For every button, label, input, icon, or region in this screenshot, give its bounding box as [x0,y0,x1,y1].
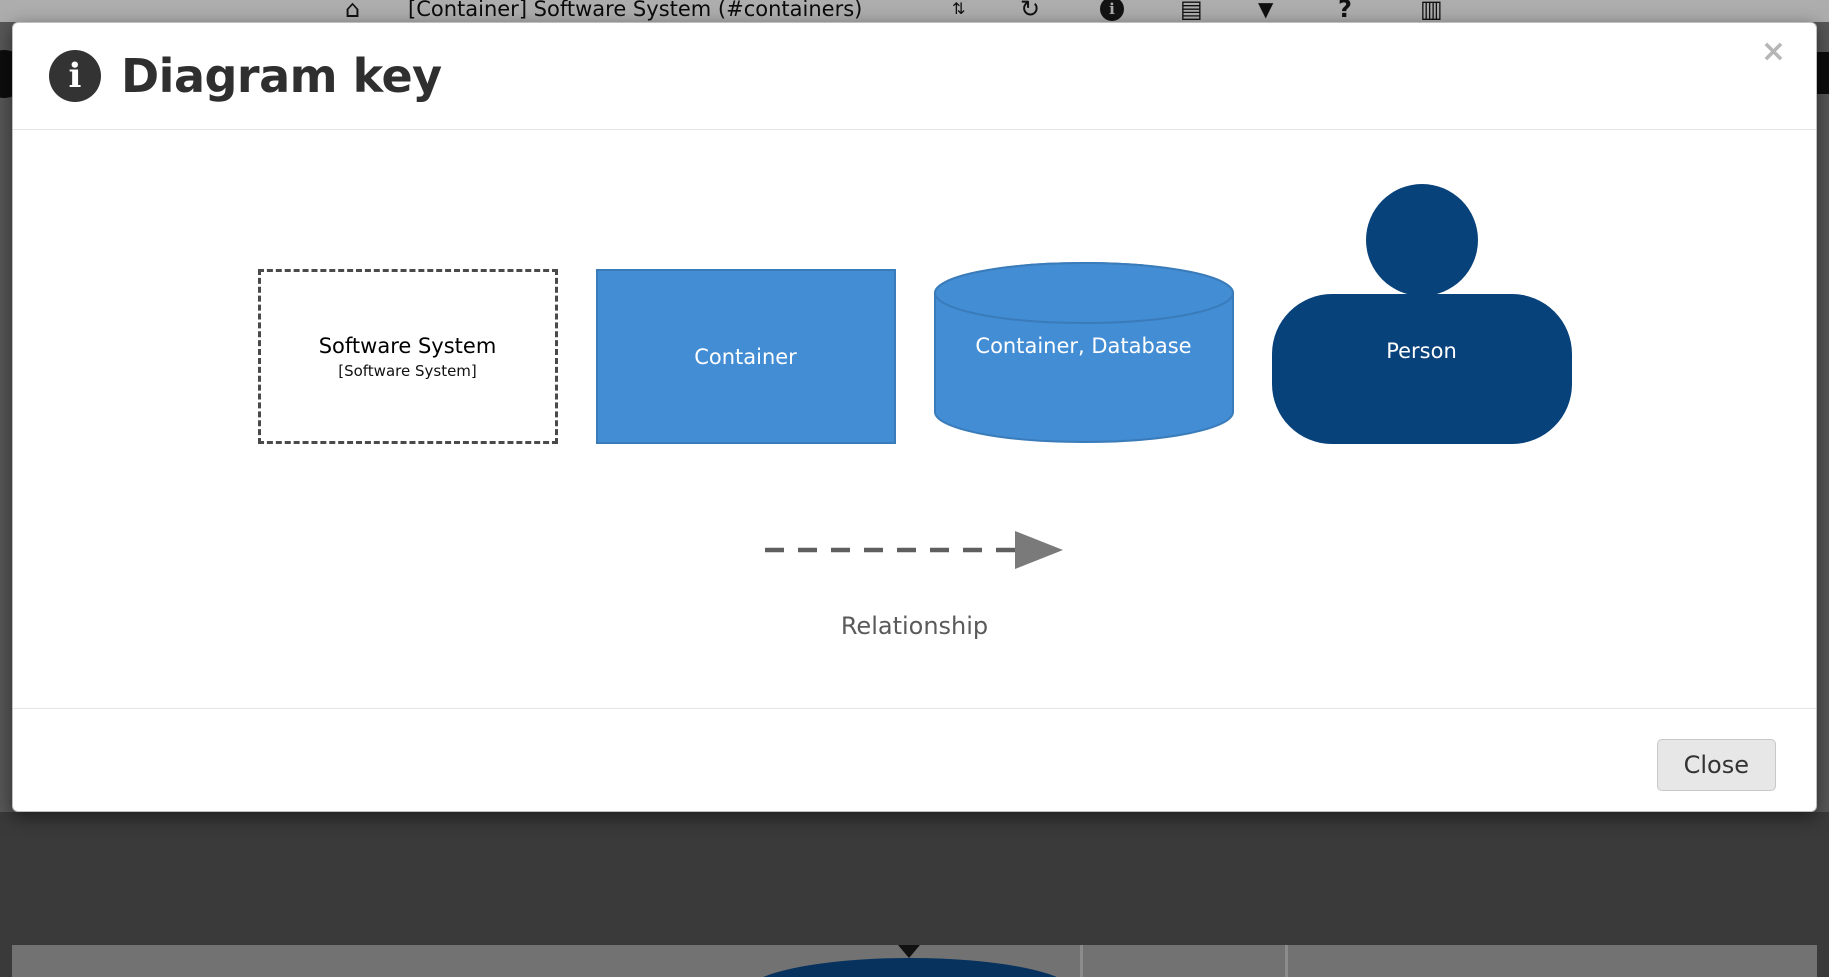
refresh-icon[interactable]: ↻ [1020,0,1041,22]
person-body: Person [1271,294,1572,444]
key-container-shape: Container [595,269,896,444]
close-button[interactable]: Close [1656,739,1776,791]
filter-icon[interactable]: ▼ [1258,0,1274,21]
bottom-bar [0,812,1829,977]
modal-footer: Close [13,708,1816,811]
person-head [1365,184,1478,296]
dashed-arrow-icon [764,531,1063,569]
key-software-system-meta: [Software System] [338,361,477,380]
canvas-arrowhead-icon [898,945,920,958]
relationship-label: Relationship [840,612,989,640]
key-row: Software System [Software System] Contai… [13,184,1816,444]
close-icon[interactable]: × [1760,34,1786,69]
key-database-shape: Container, Database [933,262,1234,444]
info-icon[interactable]: i [1100,0,1124,21]
save-icon[interactable]: ▤ [1180,0,1203,22]
key-person-label: Person [1386,339,1457,363]
modal-body: Software System [Software System] Contai… [13,130,1816,708]
key-software-system-label: Software System [318,333,497,358]
toolbar-inner: ⌂ [Container] Software System (#containe… [0,0,1829,22]
diagram-canvas-strip [12,945,1817,977]
key-person-shape: Person [1271,184,1572,444]
canvas-database-shape [745,958,1075,977]
key-software-system-shape: Software System [Software System] [257,269,558,444]
modal-header: i Diagram key × [13,23,1816,130]
diagram-title-select[interactable]: [Container] Software System (#containers… [408,0,863,21]
key-container-label: Container [694,344,797,369]
diagram-key-modal: i Diagram key × Software System [Softwar… [12,22,1817,812]
top-toolbar: ⌂ [Container] Software System (#containe… [0,0,1829,22]
home-icon[interactable]: ⌂ [345,0,361,22]
cylinder-icon [933,262,1234,443]
print-icon[interactable]: ▥ [1420,0,1443,22]
key-database-label: Container, Database [975,334,1192,358]
info-circle-icon: i [49,50,101,102]
canvas-divider-line [1285,945,1288,977]
modal-title-wrap: i Diagram key [49,49,442,103]
canvas-divider-line [1080,945,1083,977]
help-icon[interactable]: ? [1338,0,1352,22]
sort-icon[interactable]: ⇅ [952,0,966,18]
modal-title: Diagram key [121,49,442,103]
